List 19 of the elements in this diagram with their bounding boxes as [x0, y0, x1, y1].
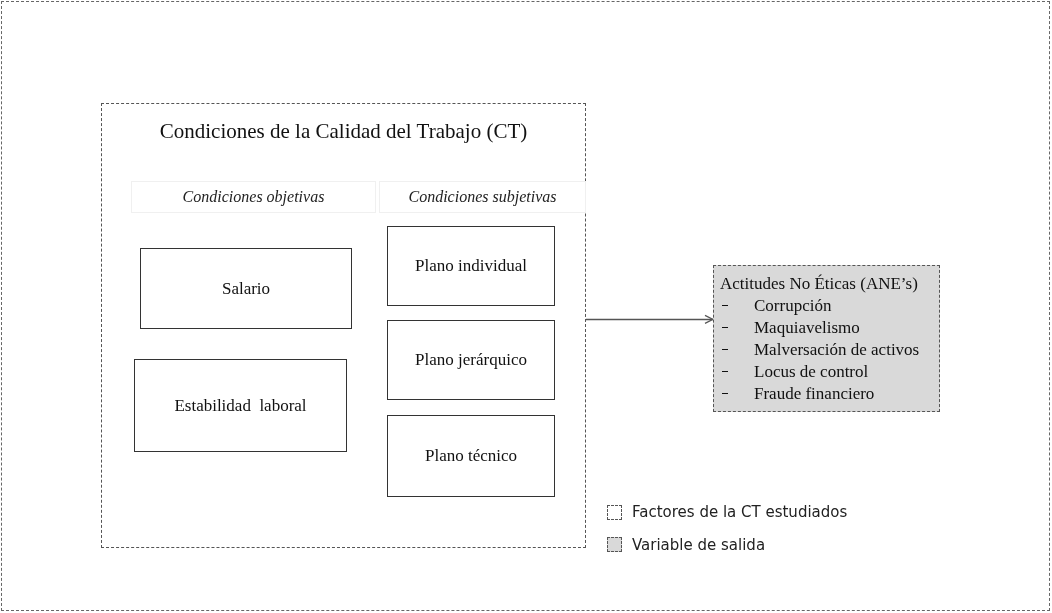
column-header: Condiciones subjetivas	[379, 181, 586, 213]
column-header: Condiciones objetivas	[131, 181, 376, 213]
list-item: Corrupción	[754, 294, 832, 317]
legend-label: Factores de la CT estudiados	[632, 502, 848, 523]
process-box: Plano jerárquico	[387, 320, 555, 400]
output-box	[713, 265, 940, 412]
process-box: Plano técnico	[387, 415, 555, 497]
legend-label: Variable de salida	[632, 534, 766, 556]
output-title: Actitudes No Éticas (ANE’s)	[720, 272, 919, 295]
list-item: Locus de control	[754, 360, 869, 383]
list-item: Maquiavelismo	[754, 316, 860, 339]
list-item: Fraude financiero	[754, 382, 875, 405]
list-item: Malversación de activos	[754, 338, 920, 361]
process-box: Plano individual	[387, 226, 555, 306]
process-box: Salario	[140, 248, 352, 329]
group-title: Condiciones de la Calidad del Trabajo (CT)	[158, 118, 529, 145]
group-box	[101, 103, 586, 548]
arrow	[585, 314, 714, 324]
process-box: Estabilidad laboral	[134, 359, 347, 452]
